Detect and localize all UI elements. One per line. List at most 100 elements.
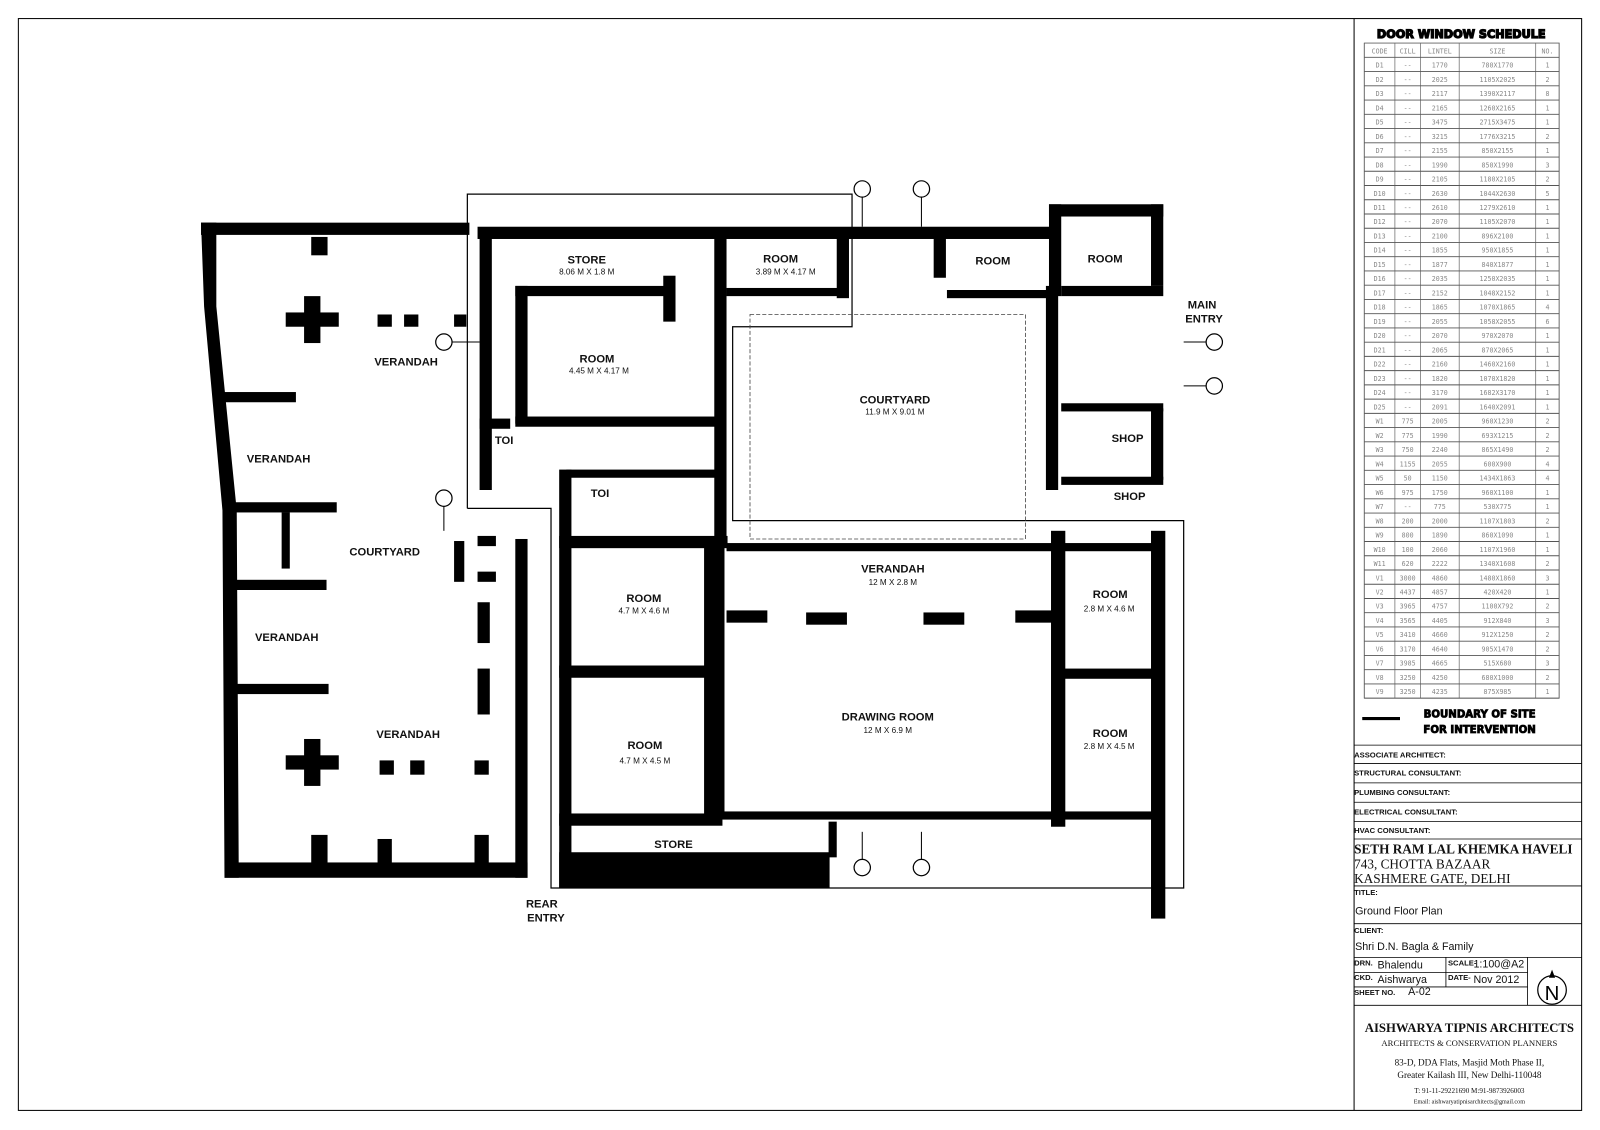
main-entry-label: MAIN bbox=[1188, 299, 1217, 311]
firm-address-1: 83-D, DDA Flats, Masjid Moth Phase II, bbox=[1395, 1058, 1545, 1068]
schedule-cell-code: D23 bbox=[1374, 375, 1386, 383]
schedule-cell-cill: -- bbox=[1404, 133, 1412, 141]
drawing-title: Ground Floor Plan bbox=[1355, 905, 1443, 917]
firm-subtitle: ARCHITECTS & CONSERVATION PLANNERS bbox=[1381, 1038, 1557, 1048]
schedule-cell-code: V4 bbox=[1376, 617, 1384, 625]
schedule-cell-lintel: 4640 bbox=[1432, 645, 1448, 653]
schedule-cell-no: 1 bbox=[1545, 503, 1549, 511]
schedule-cell-cill: 3985 bbox=[1400, 660, 1416, 668]
schedule-cell-size: 1250X2035 bbox=[1479, 275, 1515, 283]
schedule-cell-size: 912X840 bbox=[1483, 617, 1511, 625]
schedule-cell-code: V6 bbox=[1376, 645, 1384, 653]
room-label: TOI bbox=[591, 488, 610, 500]
schedule-cell-cill: 620 bbox=[1402, 560, 1414, 568]
schedule-cell-cill: -- bbox=[1404, 104, 1412, 112]
schedule-cell-size: 515X680 bbox=[1483, 660, 1511, 668]
schedule-cell-code: W4 bbox=[1376, 460, 1384, 468]
client-label: CLIENT: bbox=[1354, 926, 1383, 935]
schedule-cell-no: 8 bbox=[1545, 90, 1549, 98]
schedule-cell-cill: 3250 bbox=[1400, 674, 1416, 682]
site-boundary-legend: BOUNDARY OF SITE FOR INTERVENTION bbox=[1362, 709, 1536, 736]
schedule-cell-lintel: 2630 bbox=[1432, 190, 1448, 198]
room-label: COURTYARD bbox=[860, 394, 931, 406]
schedule-cell-cill: -- bbox=[1404, 247, 1412, 255]
schedule-cell-lintel: 2240 bbox=[1432, 446, 1448, 454]
schedule-cell-no: 2 bbox=[1545, 645, 1549, 653]
schedule-cell-no: 2 bbox=[1545, 76, 1549, 84]
schedule-cell-lintel: 4857 bbox=[1432, 588, 1448, 596]
schedule-cell-code: W6 bbox=[1376, 489, 1384, 497]
schedule-cell-lintel: 3170 bbox=[1432, 389, 1448, 397]
schedule-cell-size: 1390X2117 bbox=[1479, 90, 1515, 98]
schedule-cell-lintel: 2105 bbox=[1432, 176, 1448, 184]
ckd-label: CKD. bbox=[1354, 973, 1373, 982]
schedule-cell-cill: -- bbox=[1404, 161, 1412, 169]
schedule-cell-size: 600X900 bbox=[1483, 460, 1511, 468]
schedule-cell-lintel: 4660 bbox=[1432, 631, 1448, 639]
site-boundary-line bbox=[466, 193, 1185, 889]
schedule-cell-cill: 750 bbox=[1402, 446, 1414, 454]
room-dims: 4.7 M X 4.5 M bbox=[620, 756, 671, 765]
schedule-cell-code: D7 bbox=[1376, 147, 1384, 155]
schedule-cell-cill: -- bbox=[1404, 190, 1412, 198]
schedule-cell-code: V5 bbox=[1376, 631, 1384, 639]
schedule-cell-cill: -- bbox=[1404, 232, 1412, 240]
schedule-cell-no: 1 bbox=[1545, 489, 1549, 497]
schedule-cell-code: D22 bbox=[1374, 361, 1386, 369]
sheet-border bbox=[17, 18, 1583, 1111]
room-label: ROOM bbox=[1093, 589, 1128, 601]
schedule-cell-cill: -- bbox=[1404, 261, 1412, 269]
schedule-cell-code: D1 bbox=[1376, 62, 1384, 70]
hvac-consultant-label: HVAC CONSULTANT: bbox=[1354, 826, 1430, 835]
schedule-cell-size: 1048X2152 bbox=[1479, 289, 1515, 297]
schedule-cell-no: 1 bbox=[1545, 275, 1549, 283]
schedule-cell-size: 950X1855 bbox=[1481, 247, 1513, 255]
schedule-cell-size: 1260X2165 bbox=[1479, 104, 1515, 112]
schedule-cell-no: 2 bbox=[1545, 603, 1549, 611]
schedule-cell-lintel: 2055 bbox=[1432, 318, 1448, 326]
schedule-cell-code: W10 bbox=[1374, 546, 1386, 554]
schedule-cell-lintel: 4250 bbox=[1432, 674, 1448, 682]
schedule-cell-cill: 3170 bbox=[1400, 645, 1416, 653]
schedule-cell-no: 1 bbox=[1545, 389, 1549, 397]
schedule-cell-code: W11 bbox=[1374, 560, 1386, 568]
schedule-cell-no: 1 bbox=[1545, 62, 1549, 70]
room-label: VERANDAH bbox=[374, 357, 438, 369]
schedule-cell-lintel: 4757 bbox=[1432, 603, 1448, 611]
schedule-cell-no: 2 bbox=[1545, 133, 1549, 141]
schedule-cell-code: D17 bbox=[1374, 289, 1386, 297]
schedule-cell-code: D19 bbox=[1374, 318, 1386, 326]
schedule-cell-code: D18 bbox=[1374, 304, 1386, 312]
schedule-cell-size: 1105X2025 bbox=[1479, 76, 1515, 84]
schedule-cell-no: 4 bbox=[1545, 460, 1549, 468]
schedule-cell-lintel: 1890 bbox=[1432, 532, 1448, 540]
schedule-cell-no: 5 bbox=[1545, 190, 1549, 198]
schedule-cell-no: 1 bbox=[1545, 204, 1549, 212]
structural-consultant-label: STRUCTURAL CONSULTANT: bbox=[1354, 769, 1461, 778]
schedule-cell-cill: -- bbox=[1404, 218, 1412, 226]
room-label: VERANDAH bbox=[247, 453, 311, 465]
schedule-cell-size: 840X1877 bbox=[1481, 261, 1513, 269]
schedule-cell-code: W2 bbox=[1376, 432, 1384, 440]
schedule-cell-no: 1 bbox=[1545, 261, 1549, 269]
schedule-cell-size: 1070X1865 bbox=[1479, 304, 1515, 312]
schedule-cell-no: 3 bbox=[1545, 660, 1549, 668]
north-label: N bbox=[1545, 983, 1560, 1005]
schedule-cell-cill: 50 bbox=[1404, 475, 1412, 483]
schedule-cell-size: 1058X2055 bbox=[1479, 318, 1515, 326]
schedule-cell-size: 960X1100 bbox=[1481, 489, 1513, 497]
schedule-cell-cill: -- bbox=[1404, 318, 1412, 326]
schedule-cell-no: 1 bbox=[1545, 688, 1549, 696]
schedule-cell-lintel: 2152 bbox=[1432, 289, 1448, 297]
schedule-title: DOOR WINDOW SCHEDULE bbox=[1377, 28, 1546, 41]
schedule-cell-no: 1 bbox=[1545, 232, 1549, 240]
schedule-cell-code: D14 bbox=[1374, 247, 1386, 255]
schedule-cell-code: W3 bbox=[1376, 446, 1384, 454]
schedule-cell-size: 1070X1820 bbox=[1479, 375, 1515, 383]
schedule-cell-lintel: 4860 bbox=[1432, 574, 1448, 582]
rear-entry-label: REAR bbox=[526, 898, 558, 910]
schedule-cell-lintel: 1750 bbox=[1432, 489, 1448, 497]
plumbing-consultant-label: PLUMBING CONSULTANT: bbox=[1354, 788, 1450, 797]
schedule-cell-lintel: 1855 bbox=[1432, 247, 1448, 255]
